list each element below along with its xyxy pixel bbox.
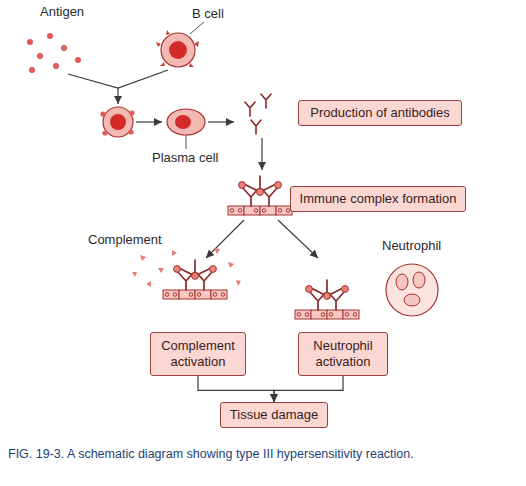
antigen-dot [29,67,35,73]
antibody [251,120,261,134]
antigen-dot [128,129,133,134]
box-text: Complement activation [155,338,241,370]
antigen-dot [53,63,59,69]
leader-line [190,22,204,34]
antigen-dot [129,110,134,115]
nucleus-lobe [413,272,425,288]
part-label: Plasma cell [152,150,218,166]
antigen-dot [47,33,53,39]
box-text: Tissue damage [230,407,318,423]
part-label: Antigen [40,4,84,20]
connector-arrow [198,376,274,402]
b-cell-receptors [156,30,199,67]
antigen-dot [27,39,33,45]
figure-caption: FIG. 19-3. A schematic diagram showing t… [8,446,520,462]
box-text: Immune complex formation [300,191,457,207]
antigen-dot [61,45,67,51]
flow-arrow [136,121,162,122]
flow-arrow [278,220,318,258]
box-text: Production of antibodies [310,105,449,121]
cell-nucleus [169,41,187,59]
neutrophil [386,264,438,316]
cell-nucleus [175,115,191,129]
b-cell [103,107,133,137]
flow-arrow [208,121,234,122]
cell-nucleus [110,114,126,130]
plasma-cell [167,109,205,135]
b-cell [161,33,195,67]
antigen-dot [37,53,43,59]
nucleus-lobe [404,294,420,306]
nucleus-lobe [396,274,408,290]
connector-arrow [274,376,343,402]
converge-lines [68,70,168,88]
process-box: Tissue damage [220,402,328,428]
process-box: Neutrophil activation [298,332,388,376]
antigen-dot [75,57,81,63]
immune-complex [228,176,292,215]
antigen-dot [102,130,107,135]
part-label: Neutrophil [382,238,441,254]
antibody [261,94,271,108]
flow-arrow [206,220,244,258]
process-box: Immune complex formation [290,186,466,212]
process-box: Complement activation [150,332,246,376]
leader-line [186,135,187,149]
box-text: Neutrophil activation [303,338,383,370]
part-label: B cell [192,6,224,22]
immune-complex [295,280,359,319]
antibody [245,102,255,116]
immune-complex [163,260,227,299]
process-box: Production of antibodies [298,100,462,126]
flow-arrow [261,138,262,170]
flow-arrow [117,88,118,104]
antigen-dot [100,111,105,116]
part-label: Complement [88,232,162,248]
